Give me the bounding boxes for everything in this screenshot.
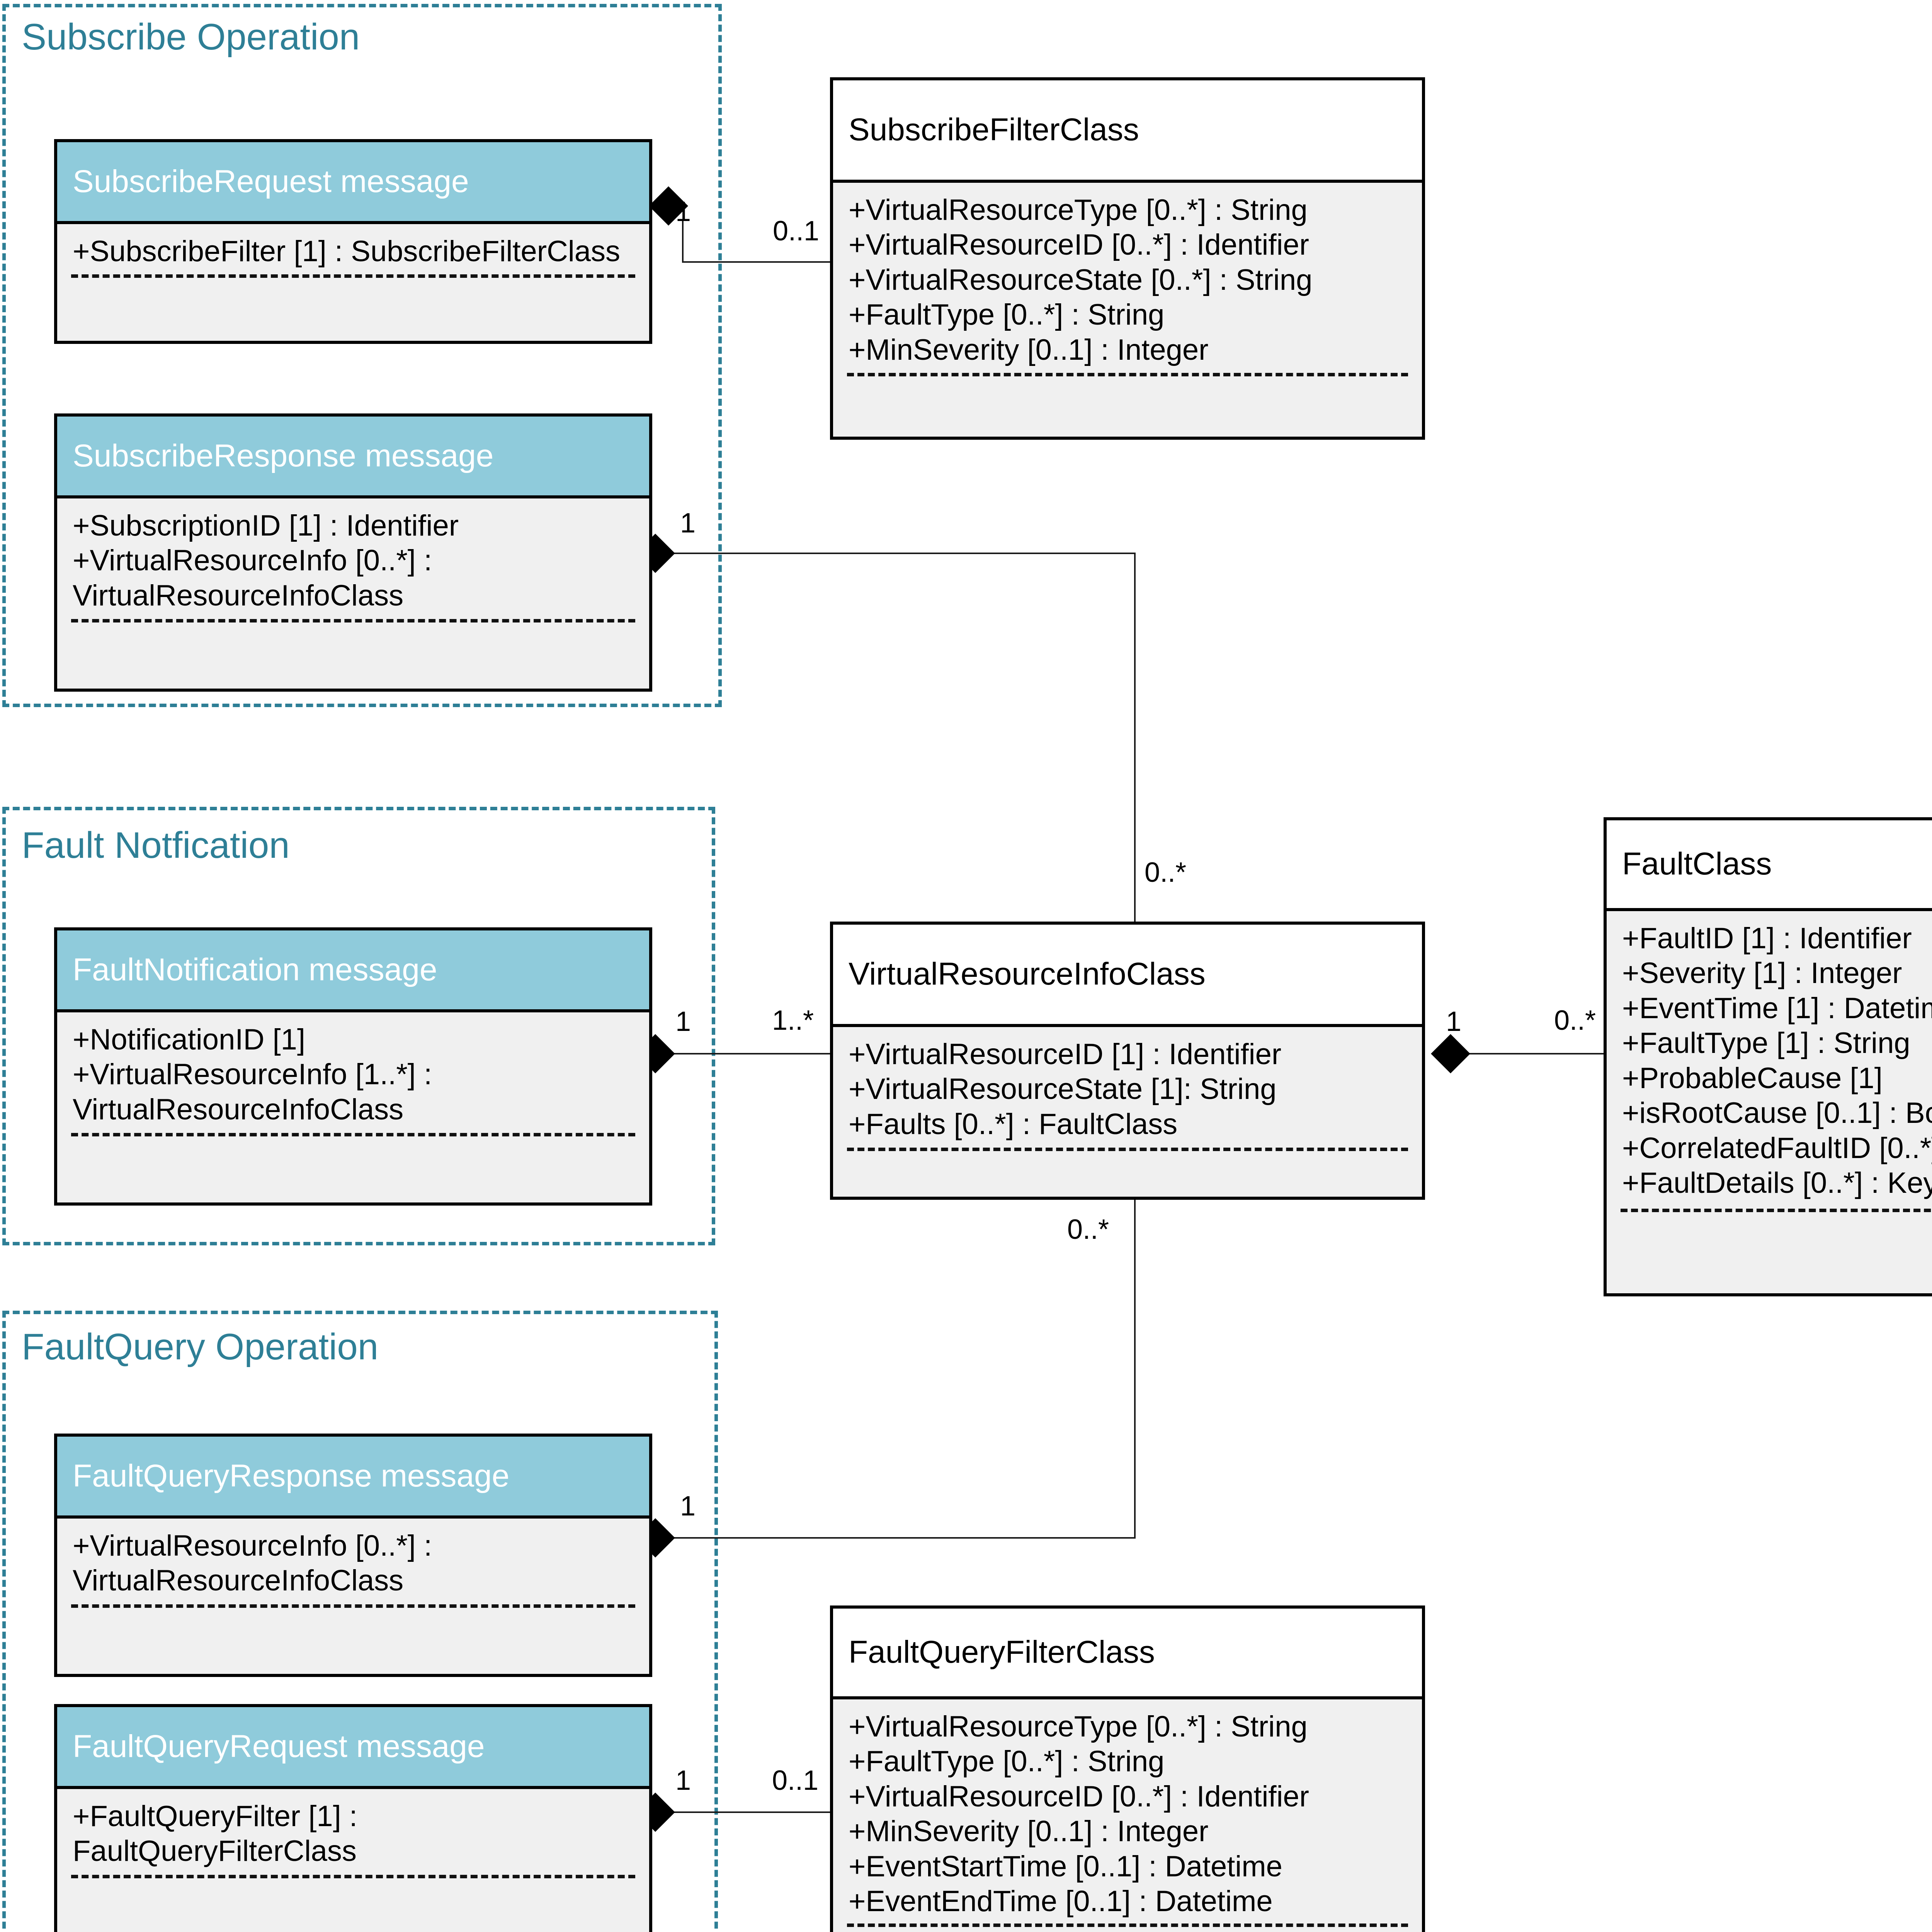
- attribute-row: +FaultType [0..*] : String: [849, 1745, 1165, 1778]
- compartment-separator: [71, 619, 635, 622]
- box-title-fault-notification: FaultNotification message: [57, 930, 649, 1012]
- attribute-row: +FaultType [0..*] : String: [849, 298, 1165, 332]
- box-subscribe-response-message[interactable]: SubscribeResponse message +SubscriptionI…: [54, 413, 652, 692]
- attribute-row: +VirtualResourceState [1]: String: [849, 1073, 1277, 1106]
- attribute-row: +VirtualResourceID [0..*] : Identifier: [849, 1780, 1309, 1813]
- multiplicity-a3-target: 1..*: [772, 1005, 814, 1036]
- multiplicity-a2-source: 1: [680, 508, 696, 539]
- box-fault-class[interactable]: FaultClass +FaultID [1] : Identifier +Se…: [1604, 817, 1932, 1296]
- box-body-virtual-resource-info-class: +VirtualResourceID [1] : Identifier +Vir…: [833, 1027, 1422, 1197]
- attribute-row: +VirtualResourceID [0..*] : Identifier: [849, 228, 1309, 262]
- group-frame-faultquery-operation: [2, 1311, 718, 1932]
- box-body-fault-query-response: +VirtualResourceInfo [0..*] : VirtualRes…: [57, 1519, 649, 1674]
- group-title-subscribe-operation: Subscribe Operation: [22, 16, 360, 58]
- attribute-row: +MinSeverity [0..1] : Integer: [849, 1815, 1209, 1848]
- attribute-row: VirtualResourceInfoClass: [73, 579, 404, 612]
- box-title-fault-query-filter-class: FaultQueryFilterClass: [833, 1609, 1422, 1699]
- multiplicity-a3-source: 1: [675, 1006, 691, 1037]
- compartment-separator: [847, 373, 1408, 376]
- multiplicity-a4-target: 0..*: [1554, 1005, 1596, 1036]
- multiplicity-a1-target: 0..1: [773, 216, 820, 247]
- multiplicity-a4-source: 1: [1446, 1006, 1462, 1037]
- box-title-fault-query-request: FaultQueryRequest message: [57, 1707, 649, 1789]
- attribute-row: +FaultQueryFilter [1] :: [73, 1800, 358, 1833]
- box-body-fault-query-request: +FaultQueryFilter [1] : FaultQueryFilter…: [57, 1789, 649, 1932]
- attribute-row: +isRootCause [0..1] : Boolean: [1622, 1097, 1932, 1130]
- multiplicity-a6-target: 0..1: [772, 1765, 819, 1796]
- box-title-fault-class: FaultClass: [1607, 820, 1932, 911]
- box-title-fault-query-response: FaultQueryResponse message: [57, 1437, 649, 1519]
- box-fault-query-filter-class[interactable]: FaultQueryFilterClass +VirtualResourceTy…: [830, 1605, 1425, 1932]
- attribute-row: VirtualResourceInfoClass: [73, 1093, 404, 1126]
- attribute-row: +VirtualResourceType [0..*] : String: [849, 1710, 1308, 1743]
- connector-a1-segment-h: [682, 261, 830, 263]
- attribute-row: +EventTime [1] : Datetime: [1622, 992, 1932, 1025]
- group-title-faultquery-operation: FaultQuery Operation: [22, 1326, 379, 1367]
- compartment-separator: [71, 274, 635, 278]
- connector-a2-segment-v: [1134, 553, 1136, 923]
- attribute-row: +VirtualResourceInfo [0..*] :: [73, 1529, 432, 1562]
- box-subscribe-filter-class[interactable]: SubscribeFilterClass +VirtualResourceTyp…: [830, 77, 1425, 440]
- attribute-row: +EventEndTime [0..1] : Datetime: [849, 1885, 1273, 1918]
- attribute-row: +VirtualResourceState [0..*] : String: [849, 263, 1313, 296]
- box-fault-query-response-message[interactable]: FaultQueryResponse message +VirtualResou…: [54, 1434, 652, 1677]
- attribute-row: +FaultDetails [0..*] : Key-Value pairs: [1622, 1167, 1932, 1200]
- box-body-subscribe-filter-class: +VirtualResourceType [0..*] : String +Vi…: [833, 183, 1422, 437]
- box-fault-query-request-message[interactable]: FaultQueryRequest message +FaultQueryFil…: [54, 1704, 652, 1932]
- connector-a5-segment-h: [657, 1537, 1136, 1539]
- multiplicity-a1-source: 1: [675, 196, 691, 227]
- compartment-separator: [847, 1148, 1408, 1151]
- attribute-row: +VirtualResourceType [0..*] : String: [849, 194, 1308, 226]
- box-body-fault-notification: +NotificationID [1] +VirtualResourceInfo…: [57, 1012, 649, 1202]
- connector-a6-segment-h: [657, 1811, 830, 1813]
- connector-a1-segment-v: [682, 219, 684, 262]
- attribute-row: +VirtualResourceInfo [1..*] :: [73, 1058, 432, 1091]
- multiplicity-a6-source: 1: [675, 1765, 691, 1796]
- compartment-separator: [847, 1923, 1408, 1927]
- compartment-separator: [71, 1133, 635, 1136]
- box-virtual-resource-info-class[interactable]: VirtualResourceInfoClass +VirtualResourc…: [830, 922, 1425, 1200]
- box-title-virtual-resource-info-class: VirtualResourceInfoClass: [833, 925, 1422, 1027]
- connector-a3-segment-h: [657, 1053, 830, 1054]
- connector-a5-segment-v: [1134, 1184, 1136, 1538]
- attribute-row: +MinSeverity [0..1] : Integer: [849, 333, 1209, 366]
- box-body-subscribe-response: +SubscriptionID [1] : Identifier +Virtua…: [57, 498, 649, 689]
- aggregation-diamond-a4: [1431, 1034, 1470, 1073]
- attribute-row: +CorrelatedFaultID [0..*] : Identifier: [1622, 1131, 1932, 1165]
- box-fault-notification-message[interactable]: FaultNotification message +NotificationI…: [54, 927, 652, 1206]
- multiplicity-a2-target: 0..*: [1145, 857, 1187, 888]
- box-subscribe-request-message[interactable]: SubscribeRequest message +SubscribeFilte…: [54, 139, 652, 344]
- box-title-subscribe-response: SubscribeResponse message: [57, 417, 649, 498]
- attribute-row: +FaultID [1] : Identifier: [1622, 922, 1912, 955]
- compartment-separator: [71, 1604, 635, 1608]
- box-body-subscribe-request: +SubscribeFilter [1] : SubscribeFilterCl…: [57, 224, 649, 341]
- attribute-row: +FaultType [1] : String: [1622, 1027, 1910, 1060]
- attribute-row: +SubscribeFilter [1] : SubscribeFilterCl…: [73, 235, 621, 268]
- attribute-row: VirtualResourceInfoClass: [73, 1564, 404, 1597]
- group-frame-subscribe-operation: [2, 4, 722, 707]
- attribute-row: +Faults [0..*] : FaultClass: [849, 1107, 1178, 1141]
- group-frame-fault-notification: [2, 807, 715, 1245]
- attribute-row: +ProbableCause [1]: [1622, 1061, 1883, 1095]
- box-body-fault-class: +FaultID [1] : Identifier +Severity [1] …: [1607, 911, 1932, 1293]
- multiplicity-a5-source: 1: [680, 1491, 696, 1522]
- compartment-separator: [71, 1875, 635, 1878]
- box-title-subscribe-request: SubscribeRequest message: [57, 142, 649, 224]
- attribute-row: +VirtualResourceInfo [0..*] :: [73, 544, 432, 577]
- box-title-subscribe-filter-class: SubscribeFilterClass: [833, 80, 1422, 183]
- connector-a4-segment-h: [1464, 1053, 1604, 1054]
- connector-a2-segment-h: [657, 553, 1136, 554]
- compartment-separator: [1621, 1209, 1932, 1212]
- attribute-row: +NotificationID [1]: [73, 1023, 305, 1056]
- attribute-row: +EventStartTime [0..1] : Datetime: [849, 1850, 1282, 1883]
- multiplicity-a5-target: 0..*: [1067, 1214, 1109, 1245]
- attribute-row: +Severity [1] : Integer: [1622, 957, 1902, 990]
- box-body-fault-query-filter-class: +VirtualResourceType [0..*] : String +Fa…: [833, 1699, 1422, 1932]
- attribute-row: +SubscriptionID [1] : Identifier: [73, 509, 459, 542]
- group-title-fault-notification: Fault Notfication: [22, 825, 290, 866]
- attribute-row: +VirtualResourceID [1] : Identifier: [849, 1038, 1282, 1071]
- attribute-row: FaultQueryFilterClass: [73, 1835, 357, 1868]
